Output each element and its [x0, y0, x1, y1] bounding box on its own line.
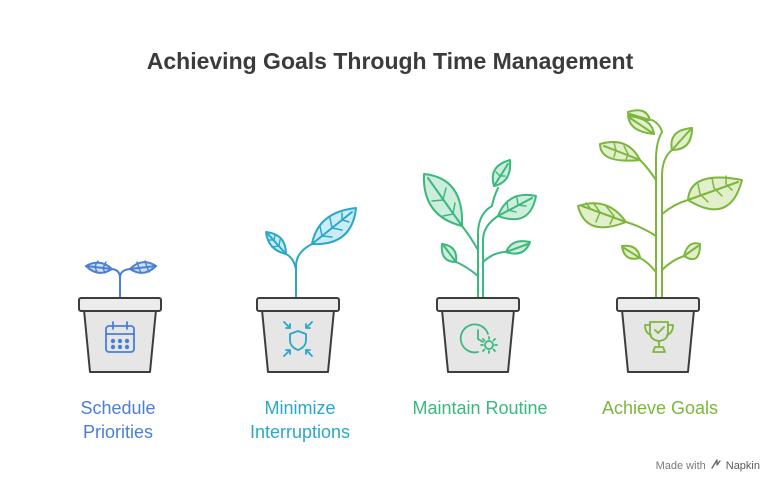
young-lower-left-leaf	[440, 243, 458, 263]
calendar-icon	[105, 321, 135, 353]
full-top-leaf	[627, 115, 655, 135]
seedling-right-leaf	[129, 260, 157, 274]
stage-4-label-line-1: Achieve Goals	[601, 398, 719, 418]
stage-2-label: Minimize Interruptions	[200, 396, 400, 444]
young-lower-right-leaf	[505, 240, 531, 255]
stage-2-plant	[265, 207, 357, 299]
shield-icon	[283, 321, 313, 357]
full-upper-left-leaf	[599, 141, 641, 162]
young-right-leaf	[497, 194, 537, 221]
footer-brand: Napkin	[725, 459, 760, 472]
stage-1-plant	[85, 260, 157, 299]
page-title: Achieving Goals Through Time Management	[146, 48, 634, 74]
stage-3-label-line-1: Maintain Routine	[412, 398, 548, 418]
stage-2-label-line-2: Interruptions	[249, 422, 351, 442]
footer-credit: Made with Napkin	[656, 458, 760, 473]
sprout-small-leaf	[265, 231, 287, 255]
stage-3-plant	[422, 159, 537, 299]
full-lower-left-leaf	[621, 244, 641, 260]
young-top-leaf	[491, 159, 512, 187]
stage-2-label-line-1: Minimize	[264, 398, 336, 418]
stage-1-label-line-2: Priorities	[82, 422, 153, 442]
pot-2	[256, 297, 340, 373]
seedling-left-leaf	[85, 260, 113, 274]
stage-4-label: Achieve Goals	[560, 396, 760, 420]
young-upper-left-leaf	[422, 173, 464, 227]
full-large-right-leaf	[687, 175, 743, 211]
napkin-logo-icon	[710, 458, 722, 473]
pot-4	[616, 297, 700, 373]
stage-4-plant	[577, 109, 743, 299]
clock-gear-icon	[459, 323, 498, 354]
pot-1	[78, 297, 162, 373]
full-lower-right-leaf	[683, 242, 701, 260]
full-top-right-leaf	[670, 127, 693, 151]
full-large-left-leaf	[577, 202, 627, 229]
sprout-large-leaf	[311, 207, 357, 246]
pot-3	[436, 297, 520, 373]
trophy-icon	[644, 321, 674, 353]
footer-prefix: Made with	[655, 459, 706, 472]
stage-1-label: Schedule Priorities	[18, 396, 218, 444]
stage-1-label-line-1: Schedule	[80, 398, 156, 418]
stage-3-label: Maintain Routine	[380, 396, 580, 420]
